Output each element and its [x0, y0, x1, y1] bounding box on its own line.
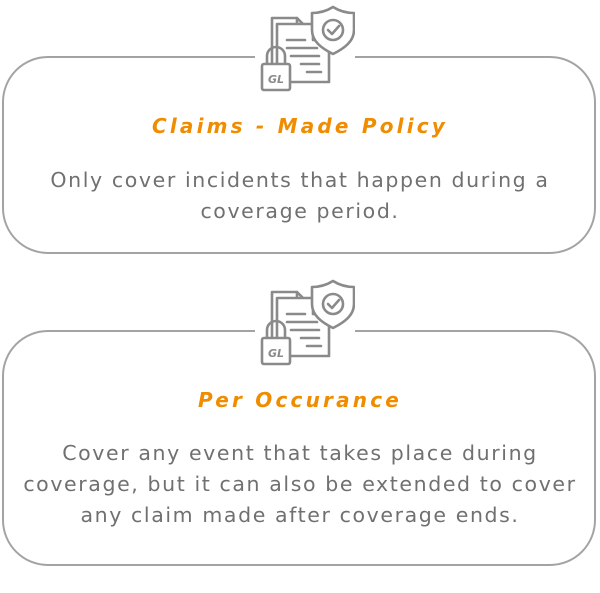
card-description: Cover any event that takes place during …: [23, 441, 577, 527]
icon-badge-text: GL: [268, 73, 284, 86]
card-title: Per Occurance: [197, 388, 403, 412]
card-description: Only cover incidents that happen during …: [50, 168, 550, 223]
icon-badge-text: GL: [268, 347, 284, 360]
insurance-document-icon: GL: [255, 4, 355, 96]
insurance-document-icon: GL: [255, 278, 355, 370]
card-title: Claims - Made Policy: [151, 114, 449, 138]
